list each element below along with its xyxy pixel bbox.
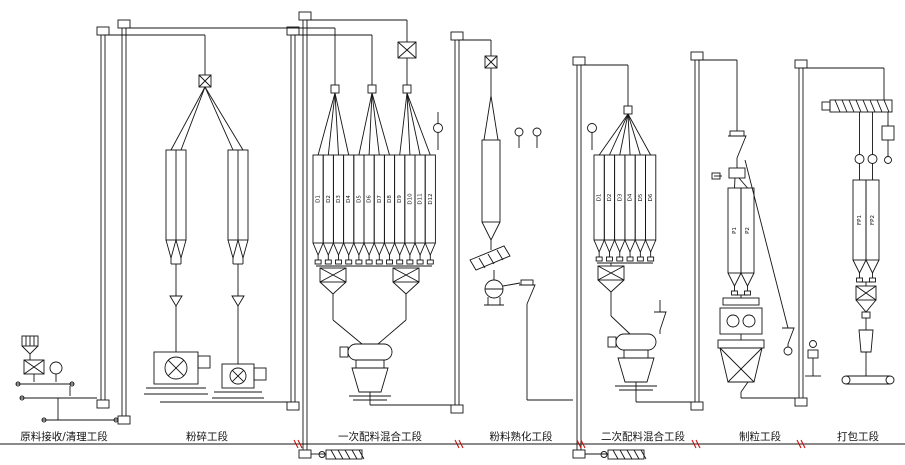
pellet-bins: P1 P2 <box>727 187 755 296</box>
section-first-batching-mixing: D1 D2 D3 D4 D5 D6 D7 D8 D9 D10 D11 D12 <box>311 41 451 460</box>
dust-fan <box>433 112 443 150</box>
drum-cleaner <box>23 359 45 382</box>
top-conveying-lines <box>103 19 885 131</box>
packing-scale <box>855 285 877 330</box>
batch-scale-1 <box>319 267 347 300</box>
conditioner <box>469 245 511 280</box>
svg-text:D4: D4 <box>346 195 352 203</box>
svg-text:D2: D2 <box>607 194 613 202</box>
section-label-receiving: 原料接收/清理工段 <box>20 430 108 443</box>
bag-belt-conveyor <box>841 375 895 385</box>
elevator-2 <box>117 19 131 425</box>
magnet-separator <box>49 361 63 382</box>
product-bins: FP1 FP2 <box>852 179 880 283</box>
mixer-2 <box>607 333 657 395</box>
curing-cyclone <box>519 279 536 305</box>
hammer-mill-1 <box>144 351 211 395</box>
svg-text:D5: D5 <box>356 195 362 203</box>
svg-text:D1: D1 <box>316 195 322 203</box>
grinding-bin-pair <box>227 149 249 307</box>
dust-fan-2 <box>587 123 597 150</box>
section-powder-curing <box>469 55 573 401</box>
svg-text:D5: D5 <box>638 193 644 201</box>
jet-filter-2 <box>532 127 542 148</box>
bucket-elevators <box>96 11 808 459</box>
bagging-spout <box>858 329 874 376</box>
pellet-feed-cyclone <box>728 130 747 159</box>
section-label-batching1: 一次配料混合工段 <box>338 430 422 443</box>
underfloor-screw-1 <box>311 449 365 460</box>
packing-screw-conveyor <box>821 99 893 113</box>
svg-text:D7: D7 <box>377 195 383 203</box>
svg-text:D11: D11 <box>418 193 424 204</box>
svg-text:D8: D8 <box>387 195 393 203</box>
svg-text:D12: D12 <box>428 193 434 204</box>
batch-scale-3 <box>597 265 625 298</box>
section-label-grinding: 粉碎工段 <box>186 430 228 443</box>
curing-inlet-box <box>484 55 498 96</box>
mixer-1 <box>339 343 393 405</box>
svg-text:D6: D6 <box>648 193 654 201</box>
svg-text:D3: D3 <box>336 195 342 203</box>
pre-cleaning-sieve <box>397 41 417 85</box>
svg-text:P1: P1 <box>732 227 738 234</box>
elevator-8 <box>794 59 808 407</box>
underfloor-screw-2 <box>585 449 647 460</box>
svg-text:D3: D3 <box>617 193 623 201</box>
grinding-distributor <box>170 74 244 151</box>
svg-text:D1: D1 <box>597 194 603 202</box>
section-second-batching-mixing: D1 D2 D3 D4 D5 D6 <box>585 105 691 460</box>
elevator-6 <box>572 56 586 459</box>
elevator-4 <box>298 11 312 459</box>
magnet-box <box>711 167 746 180</box>
cooler-cyclone <box>782 327 795 356</box>
baseline <box>0 439 905 449</box>
distributor-d <box>623 105 633 115</box>
pellet-mill <box>719 307 763 340</box>
section-label-curing: 粉料熟化工段 <box>490 430 553 443</box>
jet-filter-1 <box>514 127 524 148</box>
svg-text:D9: D9 <box>397 195 403 203</box>
cooler <box>717 339 765 398</box>
section-receiving-cleaning <box>15 335 119 423</box>
distributor-b <box>367 84 377 94</box>
batch-scale-2 <box>392 267 420 300</box>
section-packing: FP1 FP2 <box>805 99 895 385</box>
svg-text:P2: P2 <box>745 227 751 234</box>
bag-closing-machine <box>805 340 821 377</box>
elevator-7 <box>690 51 704 411</box>
pellet-conditioner <box>722 297 760 306</box>
svg-text:D10: D10 <box>407 193 413 205</box>
distributor-a <box>330 84 340 94</box>
curing-drum <box>484 279 504 306</box>
elevator-5 <box>450 31 464 414</box>
svg-text:FP1: FP1 <box>857 215 863 225</box>
svg-text:D4: D4 <box>628 193 634 201</box>
batching1-bins: D1 D2 D3 D4 D5 D6 D7 D8 D9 D10 D11 D12 <box>312 154 436 265</box>
svg-text:D2: D2 <box>326 195 332 203</box>
distributor-c <box>402 84 412 94</box>
section-grinding <box>144 74 291 403</box>
hammer-mill-2 <box>212 363 267 399</box>
section-label-batching2: 二次配料混合工段 <box>601 430 685 443</box>
svg-text:FP2: FP2 <box>870 215 876 225</box>
section-pelleting: P1 P2 <box>711 130 795 399</box>
svg-text:D6: D6 <box>367 195 373 203</box>
grinding-bin-pair <box>165 149 187 307</box>
section-label-packing: 打包工段 <box>837 430 879 443</box>
section-labels: 原料接收/清理工段 粉碎工段 一次配料混合工段 粉料熟化工段 二次配料混合工段 … <box>20 430 879 443</box>
elevator-3 <box>286 26 300 411</box>
curing-bin <box>481 139 501 250</box>
batching2-bins: D1 D2 D3 D4 D5 D6 <box>593 154 657 262</box>
mixer2-cyclone <box>654 300 667 334</box>
elevator-1 <box>96 26 110 409</box>
section-label-pelleting: 制粒工段 <box>739 430 781 443</box>
